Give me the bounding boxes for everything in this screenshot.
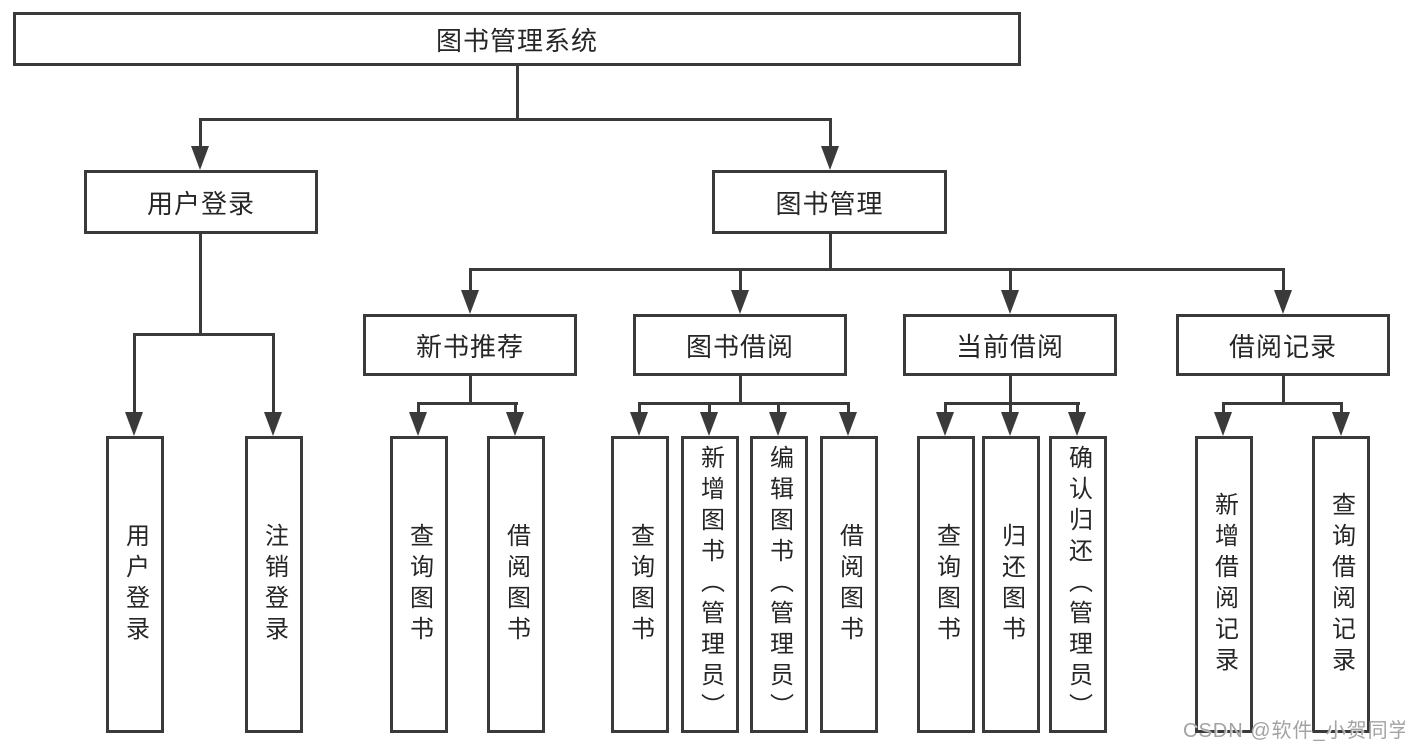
connector-drop-leaf [638,402,641,414]
arrow-down-icon [409,412,427,436]
arrow-down-icon [731,290,749,314]
connector-drop-book-management [829,118,832,150]
leaf-confirm-return-admin: 确认归还（管理员） [1049,436,1107,733]
connector-drop-leaf [1222,402,1225,414]
connector-drop-leaf [1076,402,1079,414]
connector-records-stem [1282,376,1285,405]
connector-current-rail [944,402,1080,405]
connector-book-mgmt-rail [469,268,1285,271]
node-current-borrow: 当前借阅 [903,314,1117,376]
leaf-query-borrow-record: 查询借阅记录 [1312,436,1370,733]
arrow-down-icon [1001,290,1019,314]
connector-book-mgmt-stem [829,234,832,271]
arrow-down-icon [506,412,524,436]
watermark: CSDN @软件_小贺同学 [1183,720,1405,742]
leaf-label: 查询图书 [626,522,654,647]
leaf-label: 编辑图书（管理员） [765,445,793,724]
node-book-management: 图书管理 [712,170,947,234]
node-new-book-recommend: 新书推荐 [363,314,577,376]
node-label: 图书管理系统 [435,25,598,56]
node-user-login: 用户登录 [84,170,318,234]
leaf-label: 新增图书（管理员） [696,445,724,724]
arrow-down-icon [1274,290,1292,314]
leaf-add-borrow-record: 新增借阅记录 [1195,436,1253,733]
leaf-logout: 注销登录 [245,436,303,733]
leaf-return-book: 归还图书 [982,436,1040,733]
connector-drop-user-login [199,118,202,150]
leaf-query-books-current: 查询图书 [917,436,975,733]
node-label: 新书推荐 [415,331,524,362]
leaf-label: 确认归还（管理员） [1064,445,1092,724]
leaf-label: 用户登录 [121,522,149,647]
connector-drop-leaf [777,402,780,414]
connector-user-login-rail [133,333,275,336]
arrow-down-icon [1068,412,1086,436]
connector-drop-leaf [272,333,275,414]
arrow-down-icon [630,412,648,436]
connector-current-stem [1009,376,1012,405]
node-book-borrow: 图书借阅 [633,314,847,376]
leaf-label: 新增借阅记录 [1210,491,1238,678]
arrow-down-icon [264,412,282,436]
leaf-label: 查询图书 [405,522,433,647]
leaf-query-books-borrow: 查询图书 [611,436,669,733]
arrow-down-icon [1214,412,1232,436]
connector-user-login-stem [199,234,202,336]
arrow-down-icon [1332,412,1350,436]
node-borrow-records: 借阅记录 [1176,314,1390,376]
arrow-down-icon [821,146,839,170]
connector-drop-leaf [708,402,711,414]
node-label: 借阅记录 [1228,331,1337,362]
leaf-label: 查询图书 [932,522,960,647]
connector-new-book-rail [417,402,518,405]
connector-drop-leaf [133,333,136,414]
connector-new-book-stem [469,376,472,405]
arrow-down-icon [839,412,857,436]
connector-borrow-rail [638,402,850,405]
arrow-down-icon [461,290,479,314]
connector-drop-leaf [1340,402,1343,414]
connector-drop-current [1009,268,1012,294]
leaf-label: 借阅图书 [835,522,863,647]
connector-root-stem [516,66,519,121]
node-label: 图书借阅 [685,331,794,362]
leaf-edit-book-admin: 编辑图书（管理员） [750,436,808,733]
node-label: 当前借阅 [955,331,1064,362]
leaf-label: 借阅图书 [502,522,530,647]
leaf-label: 归还图书 [997,522,1025,647]
leaf-user-login: 用户登录 [106,436,164,733]
leaf-borrow-books-borrow: 借阅图书 [820,436,878,733]
leaf-borrow-books-recommend: 借阅图书 [487,436,545,733]
connector-borrow-stem [739,376,742,405]
arrow-down-icon [125,412,143,436]
leaf-label: 查询借阅记录 [1327,491,1355,678]
arrow-down-icon [1001,412,1019,436]
arrow-down-icon [936,412,954,436]
connector-drop-leaf [1009,402,1012,414]
connector-drop-borrow [739,268,742,294]
connector-root-rail [199,118,831,121]
node-library-system: 图书管理系统 [13,12,1021,66]
arrow-down-icon [700,412,718,436]
connector-drop-leaf [847,402,850,414]
arrow-down-icon [769,412,787,436]
connector-drop-leaf [944,402,947,414]
leaf-query-books-recommend: 查询图书 [390,436,448,733]
connector-drop-leaf [514,402,517,414]
leaf-label: 注销登录 [260,522,288,647]
arrow-down-icon [191,146,209,170]
leaf-add-book-admin: 新增图书（管理员） [681,436,739,733]
connector-drop-new-book [469,268,472,294]
connector-records-rail [1222,402,1343,405]
connector-drop-records [1282,268,1285,294]
node-label: 图书管理 [775,188,884,219]
connector-drop-leaf [417,402,420,414]
node-label: 用户登录 [146,188,255,219]
